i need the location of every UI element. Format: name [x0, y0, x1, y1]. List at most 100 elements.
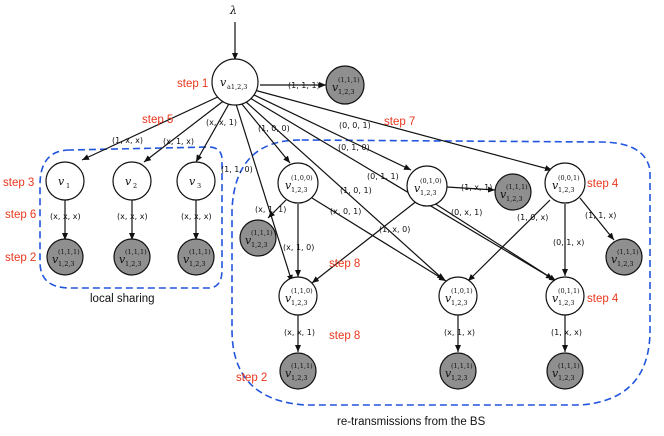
- node-label: v: [285, 292, 292, 305]
- node-label: v: [52, 253, 59, 266]
- node-terminal-v2: v (1,1,1) 1,2,3: [113, 238, 151, 276]
- node-subscript: 1,2,3: [558, 299, 575, 307]
- edge-label: (x, x, x): [181, 212, 212, 221]
- node-terminal-top: v (1,1,1) 1,2,3: [325, 65, 365, 105]
- bs-retransmission-region: [231, 139, 651, 406]
- node-superscript: (1,1,1): [558, 362, 580, 370]
- node-subscript: 1,2,3: [506, 195, 523, 203]
- edge-label: (1, x, x): [112, 136, 143, 145]
- node-label: v: [189, 175, 196, 188]
- node-v1: v 1: [45, 161, 85, 201]
- node-terminal-011: v (1,1,1) 1,2,3: [546, 352, 584, 390]
- step-2-label-local: step 2: [5, 252, 36, 264]
- edge-label: (1, 1, x): [585, 211, 616, 220]
- edge-n100-terminal: [267, 199, 287, 219]
- edge-label: (x, 1, x): [163, 137, 194, 146]
- step-6-label: step 6: [5, 209, 36, 221]
- node-terminal-v3: v (1,1,1) 1,2,3: [177, 238, 215, 276]
- edge-n100-n101: [311, 197, 447, 282]
- node-subscript: 1: [66, 182, 70, 190]
- node-subscript: 3: [197, 182, 201, 190]
- edge-root-n010: [251, 93, 412, 171]
- node-superscript: (0,1,1): [558, 287, 580, 295]
- node-superscript: (1,1,1): [58, 248, 80, 256]
- edge-root-n011: [249, 97, 554, 280]
- node-label: v: [183, 253, 190, 266]
- edge-root-n101: [244, 100, 445, 281]
- bs-retransmission-caption: re-transmissions from the BS: [337, 416, 486, 428]
- node-v2: v 2: [112, 161, 152, 201]
- node-terminal-100: v (1,1,1) 1,2,3: [239, 219, 277, 257]
- node-label: v: [125, 175, 132, 188]
- node-label: v: [445, 292, 452, 305]
- edge-labels: (1, 1, 1) (1, x, x) (x, 1, x) (x, x, 1) …: [50, 81, 616, 337]
- edge-label: (1, 0, x): [517, 213, 548, 222]
- node-superscript: (1,1,1): [506, 183, 528, 191]
- node-label: v: [500, 188, 507, 201]
- edge-label: (x, x, 1): [206, 118, 237, 127]
- node-subscript: 2: [133, 182, 137, 190]
- node-terminal-v1: v (1,1,1) 1,2,3: [46, 238, 84, 276]
- node-terminal-001: v (1,1,1) 1,2,3: [605, 238, 643, 276]
- node-100: v (1,0,0) 1,2,3: [277, 162, 319, 204]
- edge-label: (x, 1, x): [444, 328, 475, 337]
- node-superscript: (1,0,1): [451, 287, 473, 295]
- edge-label: (1, 1, 0): [221, 165, 253, 174]
- node-label: v: [552, 292, 559, 305]
- node-101: v (1,0,1) 1,2,3: [438, 276, 478, 316]
- node-subscript: 1,2,3: [420, 189, 437, 197]
- node-label: v: [220, 76, 227, 89]
- node-label: v: [552, 179, 559, 192]
- node-010: v (0,1,0) 1,2,3: [406, 165, 448, 207]
- node-terminal-010: v (1,1,1) 1,2,3: [494, 173, 532, 211]
- node-label: v: [58, 175, 65, 188]
- edge-n010-terminal: [446, 186, 496, 193]
- edge-label: (x, x, x): [117, 212, 148, 221]
- node-superscript: (1,0,0): [291, 174, 313, 182]
- node-label: v: [285, 367, 292, 380]
- edge-n010-n011: [433, 202, 557, 282]
- node-subscript: 1,2,3: [451, 374, 468, 382]
- step-8-label-top: step 8: [329, 258, 360, 270]
- edge-label: (x, x, 1): [284, 328, 315, 337]
- step-8-label-bottom: step 8: [329, 330, 360, 342]
- node-superscript: (0,1,0): [420, 177, 442, 185]
- node-subscript: 1,2,3: [338, 88, 355, 96]
- node-subscript: 1,2,3: [558, 374, 575, 382]
- node-001: v (0,0,1) 1,2,3: [544, 162, 586, 204]
- node-superscript: (1,1,1): [251, 229, 273, 237]
- edge-label: (1, x, 1): [461, 183, 492, 192]
- edge-label: (1, x, x): [551, 328, 582, 337]
- node-subscript: 1,2,3: [251, 241, 268, 249]
- node-label: v: [285, 179, 292, 192]
- node-root: v a1,2,3: [211, 58, 259, 106]
- node-superscript: (1,1,1): [617, 248, 639, 256]
- node-subscript: 1,2,3: [617, 260, 634, 268]
- edge-n001-terminal: [579, 197, 615, 241]
- edge-label: (x, 0, 1): [330, 207, 361, 216]
- edge-root-v3: [195, 101, 231, 163]
- node-superscript: (1,1,1): [338, 76, 360, 84]
- node-superscript: (1,1,1): [189, 248, 211, 256]
- node-label: v: [552, 367, 559, 380]
- local-sharing-region: [39, 146, 223, 289]
- node-terminal-110: v (1,1,1) 1,2,3: [279, 352, 317, 390]
- edge-root-n001: [253, 89, 553, 172]
- local-sharing-caption: local sharing: [90, 293, 155, 305]
- step-1-label: step 1: [177, 78, 208, 90]
- node-superscript: (1,1,0): [291, 287, 313, 295]
- step-2-label-bs: step 2: [236, 372, 267, 384]
- node-subscript: 1,2,3: [189, 260, 206, 268]
- edge-root-v2: [143, 98, 227, 163]
- step-4-label-top: step 4: [587, 178, 619, 190]
- step-5-label: step 5: [142, 114, 173, 126]
- node-subscript: 1,2,3: [451, 299, 468, 307]
- node-v3: v 3: [176, 161, 216, 201]
- node-subscript: 1,2,3: [291, 186, 308, 194]
- node-superscript: (1,1,1): [125, 248, 147, 256]
- node-label: v: [245, 234, 252, 247]
- node-subscript: 1,2,3: [58, 260, 75, 268]
- edge-label: (0, 1, x): [553, 238, 584, 247]
- edge-label: (x, 1, 1): [255, 205, 286, 214]
